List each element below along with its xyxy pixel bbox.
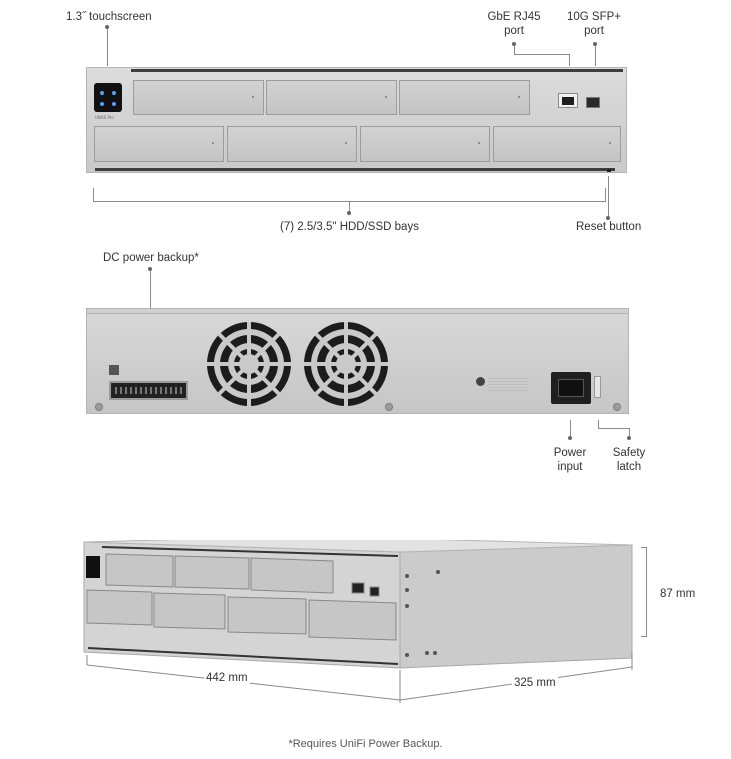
latch-leader-dot [627, 436, 631, 440]
height-label: 87 mm [660, 588, 696, 600]
back-screw-1 [95, 403, 103, 411]
latch-leader-v2 [629, 428, 630, 438]
power-input-socket[interactable] [551, 372, 591, 404]
latch-leader-v1 [598, 420, 599, 428]
drive-bay-6[interactable] [360, 126, 490, 162]
front-model-label: UNAS Pro [95, 115, 114, 120]
front-panel: UNAS Pro [86, 67, 627, 173]
height-dimension-line [646, 547, 647, 637]
height-dimension-top-tick [641, 547, 647, 548]
persp-sfp-port [369, 586, 380, 597]
qr-code [109, 365, 119, 375]
cooling-fans [207, 322, 388, 406]
power-label-line1: Power [553, 447, 587, 459]
footnote: *Requires UniFi Power Backup. [288, 738, 443, 750]
rj45-label-line1: GbE RJ45 [487, 11, 541, 23]
sfp-label: 10G SFP+ port [564, 10, 624, 38]
fan-1-icon [207, 322, 291, 406]
persp-top-face [83, 540, 633, 553]
footprint-dimension-lines [86, 652, 633, 703]
persp-bay-4 [86, 589, 153, 626]
drive-bay-4[interactable] [94, 126, 224, 162]
power-leader-dot [568, 436, 572, 440]
persp-bay-6 [227, 596, 307, 635]
sfp-label-line1: 10G SFP+ [566, 11, 621, 23]
latch-leader-h [598, 428, 629, 429]
sfp-label-line2: port [584, 25, 604, 37]
rj45-leader-v1 [514, 44, 515, 54]
bottom-rail [95, 168, 615, 171]
persp-bay-7 [308, 599, 397, 641]
drive-bay-7[interactable] [493, 126, 621, 162]
reset-leader-dot [606, 216, 610, 220]
persp-top-rail [101, 546, 399, 557]
perspective-view [83, 540, 633, 669]
dc-backup-label: DC power backup* [103, 252, 199, 264]
reset-button[interactable] [607, 169, 611, 172]
ubiquiti-logo-icon [476, 377, 485, 386]
drive-bay-5[interactable] [227, 126, 357, 162]
bays-bracket-stem [349, 201, 350, 213]
drive-bay-2[interactable] [266, 80, 397, 115]
power-label-line2: input [557, 461, 583, 473]
persp-bottom-rail [87, 647, 399, 665]
persp-touchscreen [86, 556, 100, 578]
rj45-leader-h [514, 54, 569, 55]
reset-leader [608, 176, 609, 218]
fan-2-icon [304, 322, 388, 406]
rj45-label-line2: port [504, 25, 524, 37]
dc-backup-leader-dot [148, 267, 152, 271]
latch-label-line2: latch [616, 461, 642, 473]
bays-bracket-left [93, 188, 94, 201]
height-dimension-bottom-tick [641, 636, 647, 637]
top-rail [131, 69, 623, 72]
rj45-leader-dot [512, 42, 516, 46]
bays-bracket-right [605, 188, 606, 201]
back-screw-2 [385, 403, 393, 411]
persp-rj45-port [351, 582, 365, 594]
latch-label-line1: Safety [612, 447, 646, 459]
safety-latch[interactable] [594, 376, 601, 398]
rj45-leader-v2 [569, 54, 570, 66]
bays-bracket-dot [347, 211, 351, 215]
back-top-edge [87, 309, 628, 314]
touchscreen-display[interactable] [94, 83, 122, 112]
sfp-leader [595, 44, 596, 66]
bays-label: (7) 2.5/3.5" HDD/SSD bays [280, 221, 419, 233]
persp-bay-1 [105, 553, 174, 588]
power-leader [570, 420, 571, 438]
sfp-leader-dot [593, 42, 597, 46]
touchscreen-leader [107, 26, 108, 66]
touchscreen-leader-dot [105, 25, 109, 29]
drive-bay-3[interactable] [399, 80, 530, 115]
persp-bay-2 [174, 555, 250, 590]
sfp-port[interactable] [586, 97, 600, 108]
latch-label: Safety latch [599, 446, 659, 474]
depth-label: 325 mm [512, 676, 558, 690]
persp-bay-5 [153, 592, 226, 630]
rj45-port[interactable] [558, 93, 578, 108]
back-panel [86, 308, 629, 414]
dc-power-connector[interactable] [109, 381, 188, 400]
regulatory-label [488, 378, 528, 392]
reset-label: Reset button [576, 221, 642, 233]
width-label: 442 mm [204, 671, 250, 685]
persp-bay-3 [250, 557, 334, 594]
rj45-label: GbE RJ45 port [484, 10, 544, 38]
drive-bay-1[interactable] [133, 80, 264, 115]
touchscreen-label: 1.3˝ touchscreen [66, 11, 152, 23]
back-screw-3 [613, 403, 621, 411]
power-label: Power input [540, 446, 600, 474]
